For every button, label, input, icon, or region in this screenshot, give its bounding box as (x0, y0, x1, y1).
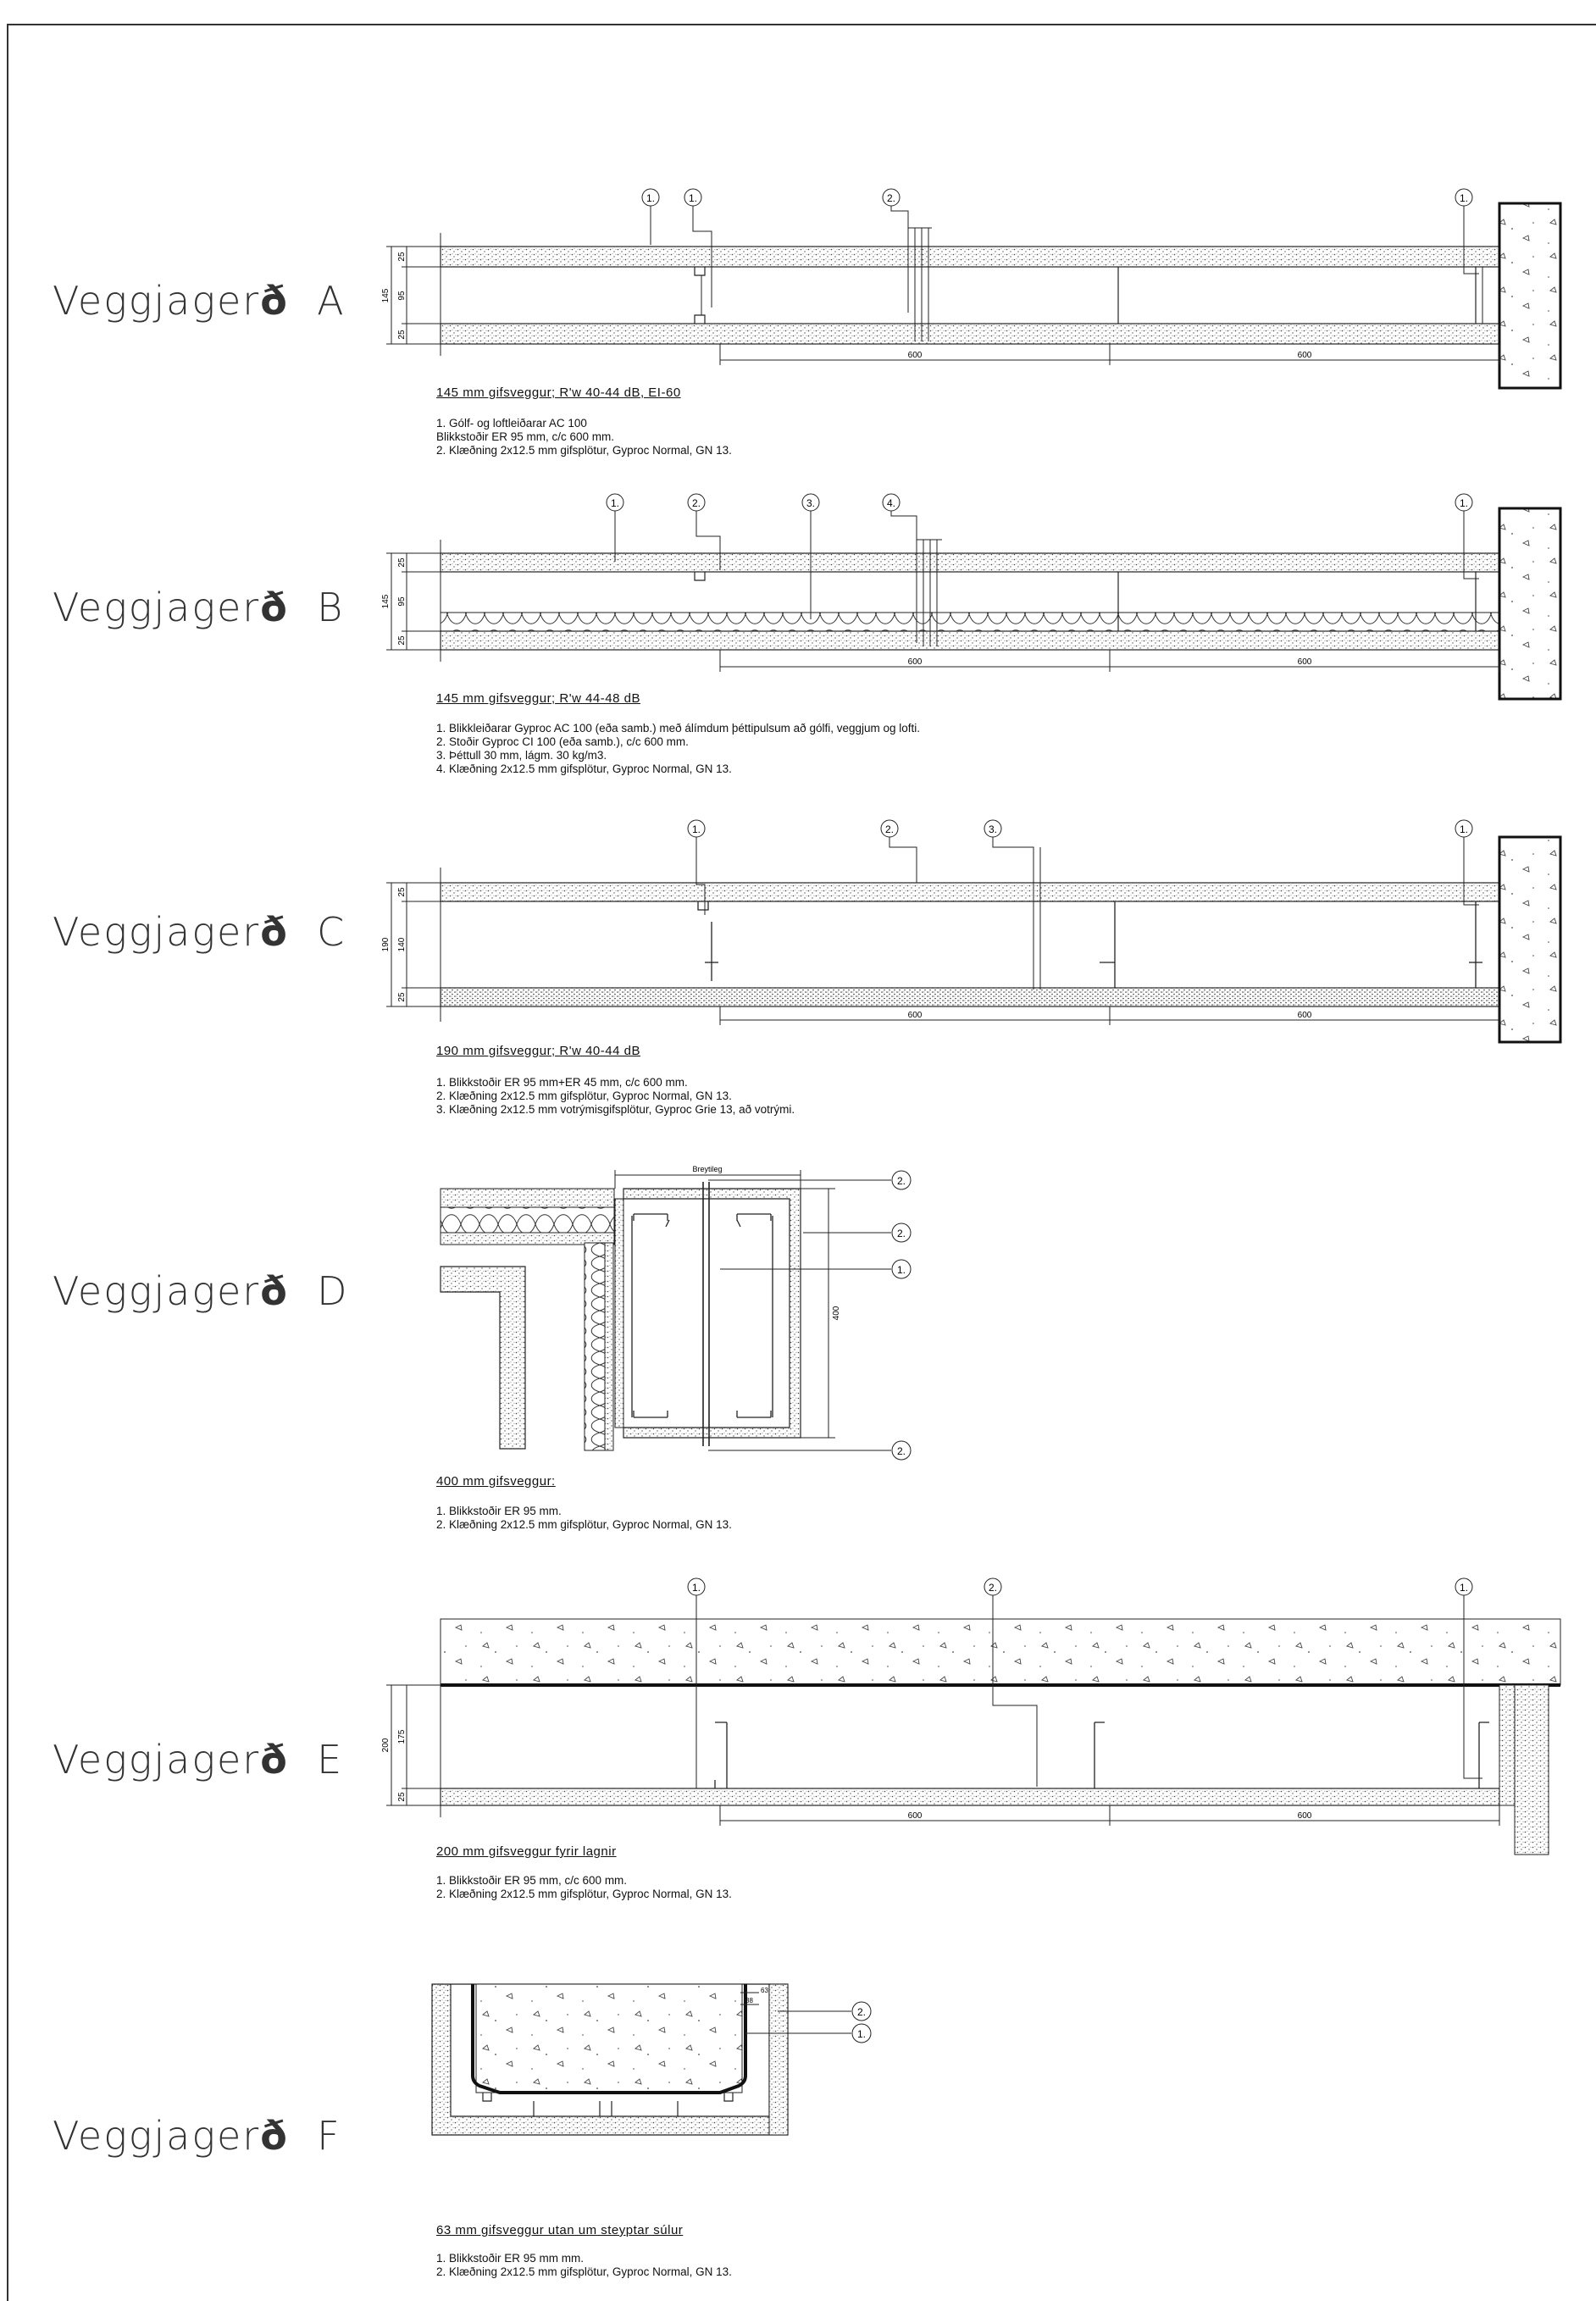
notes-d: 1. Blikkstoðir ER 95 mm. 2. Klæðning 2x1… (436, 1505, 732, 1531)
dim-e-mid: 175 (397, 1729, 407, 1744)
callout-a-1: 1. (646, 192, 655, 204)
caption-a: 145 mm gifsveggur; R'w 40-44 dB, EI-60 (436, 385, 681, 400)
caption-f: 63 mm gifsveggur utan um steyptar súlur (436, 2223, 684, 2237)
callout-c-2: 2. (885, 823, 894, 835)
callout-c-4: 1. (1460, 823, 1468, 835)
dim-f-38: 38 (745, 1997, 753, 2004)
wall-b-section: 1. 2. 3. 4. 1. 145 25 95 25 600 600 (381, 493, 1562, 701)
wall-e-section: 1. 2. 1. 200 175 25 600 600 (381, 1577, 1561, 1855)
dim-f-63: 63 (761, 1987, 768, 1994)
dim-a-bot: 25 (397, 330, 407, 340)
callout-b-5: 1. (1460, 497, 1468, 509)
spacing-b-1: 600 (908, 657, 923, 667)
callout-f-2: 1. (857, 2028, 866, 2040)
spacing-a-1: 600 (908, 351, 923, 360)
callout-d-2: 2. (897, 1228, 906, 1239)
dim-c-top: 25 (397, 887, 407, 897)
wall-f-section: 63 38 2. 1. (431, 1983, 872, 2136)
caption-c: 190 mm gifsveggur; R'w 40-44 dB (436, 1044, 640, 1058)
dim-c-total: 190 (381, 937, 391, 951)
wall-c-section: 1. 2. 3. 1. 190 25 140 25 600 600 (381, 819, 1562, 1044)
callout-c-1: 1. (692, 823, 701, 835)
dim-e-total: 200 (381, 1738, 391, 1752)
callout-b-2: 2. (692, 497, 701, 509)
spacing-a-2: 600 (1298, 351, 1312, 360)
callout-b-4: 4. (887, 497, 895, 509)
dim-a-mid: 95 (397, 291, 407, 301)
spacing-e-2: 600 (1298, 1811, 1312, 1821)
dim-b-total: 145 (381, 594, 391, 608)
callout-a-2: 1. (689, 192, 697, 204)
wall-type-label-e: Veggjagerð E (53, 1737, 344, 1783)
spacing-c-1: 600 (908, 1011, 923, 1020)
callout-c-3: 3. (989, 823, 997, 835)
drawing-sheet (7, 24, 1596, 2301)
wall-type-label-f: Veggjagerð F (53, 2113, 341, 2159)
caption-e: 200 mm gifsveggur fyrir lagnir (436, 1844, 617, 1859)
notes-c: 1. Blikkstoðir ER 95 mm+ER 45 mm, c/c 60… (436, 1076, 795, 1116)
dim-b-mid: 95 (397, 596, 407, 607)
callout-e-1: 1. (692, 1582, 701, 1594)
callout-b-1: 1. (611, 497, 619, 509)
spacing-e-1: 600 (908, 1811, 923, 1821)
callout-d-4: 2. (897, 1445, 906, 1457)
dim-a-top: 25 (397, 252, 407, 262)
dim-b-top: 25 (397, 557, 407, 568)
callout-e-3: 1. (1460, 1582, 1468, 1594)
callout-a-3: 2. (887, 192, 895, 204)
dim-d-400: 400 (832, 1306, 841, 1320)
dim-a-total: 145 (381, 288, 391, 302)
callout-d-3: 1. (897, 1264, 906, 1276)
callout-a-4: 1. (1460, 192, 1468, 204)
spacing-c-2: 600 (1298, 1011, 1312, 1020)
wall-d-section: Breytileg 400 2. 2. 1. 2. (440, 1165, 912, 1461)
callout-d-1: 2. (897, 1175, 906, 1187)
notes-b: 1. Blikkleiðarar Gyproc AC 100 (eða samb… (436, 722, 921, 775)
wall-type-label-b: Veggjagerð B (53, 585, 345, 630)
notes-e: 1. Blikkstoðir ER 95 mm, c/c 600 mm. 2. … (436, 1874, 732, 1900)
notes-a: 1. Gólf- og loftleiðarar AC 100 Blikksto… (436, 417, 732, 457)
caption-b: 145 mm gifsveggur; R'w 44-48 dB (436, 691, 640, 706)
wall-type-label-a: Veggjagerð A (53, 278, 346, 324)
dim-b-bot: 25 (397, 635, 407, 646)
dim-d-breytileg: Breytileg (692, 1165, 722, 1173)
dim-e-bot: 25 (397, 1792, 407, 1802)
notes-f: 1. Blikkstoðir ER 95 mm mm. 2. Klæðning … (436, 2252, 732, 2278)
caption-d: 400 mm gifsveggur: (436, 1474, 556, 1489)
spacing-b-2: 600 (1298, 657, 1312, 667)
callout-f-1: 2. (857, 2006, 866, 2018)
wall-a-section: 1. 1. 2. 1. 145 25 95 25 600 600 (381, 188, 1562, 390)
callout-e-2: 2. (989, 1582, 997, 1594)
dim-c-bot: 25 (397, 992, 407, 1002)
wall-type-label-c: Veggjagerð C (53, 909, 346, 955)
callout-b-3: 3. (806, 497, 815, 509)
dim-c-mid: 140 (397, 937, 407, 951)
wall-type-label-d: Veggjagerð D (53, 1268, 349, 1314)
